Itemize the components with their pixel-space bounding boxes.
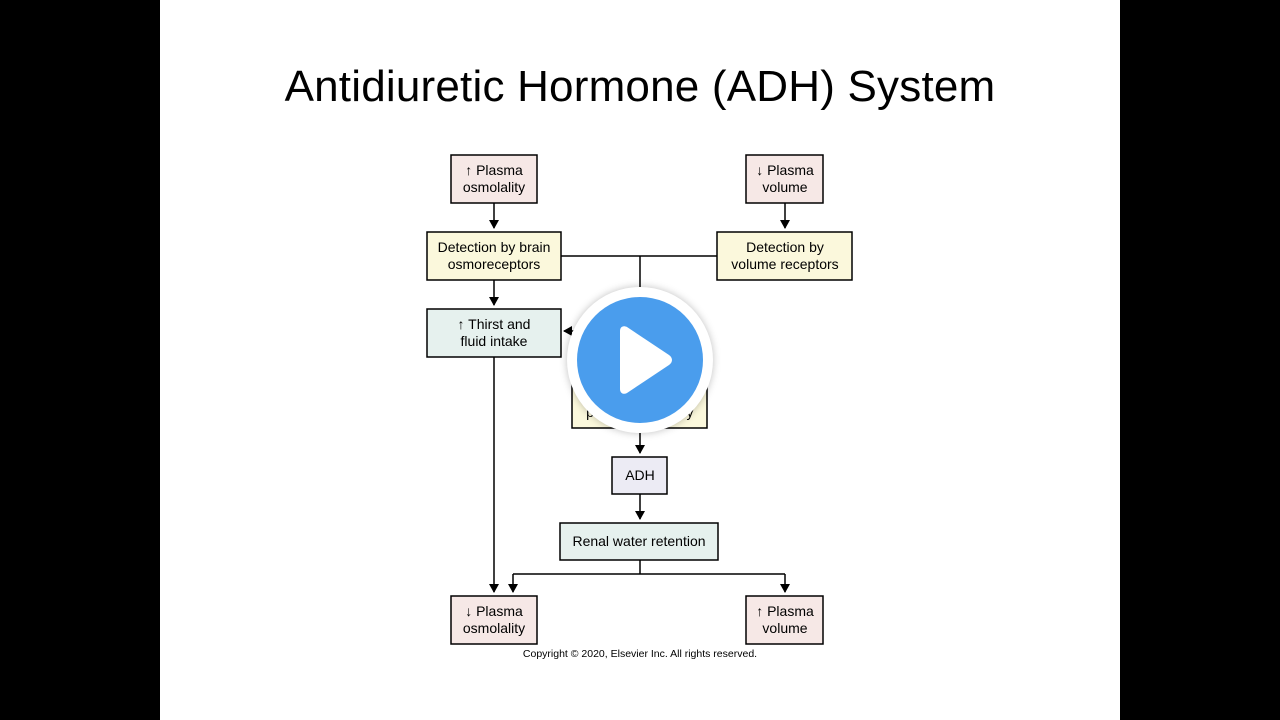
box-thirst-line1: ↑ Thirst and	[458, 316, 531, 332]
box-plasma-volume-down-line1: ↓ Plasma	[756, 162, 814, 178]
box-volume-receptors-line1: Detection by	[746, 239, 824, 255]
box-plasma-osmolality-down-line2: osmolality	[463, 620, 525, 636]
copyright-notice: Copyright © 2020, Elsevier Inc. All righ…	[522, 648, 758, 660]
box-volume-receptors-line2: volume receptors	[731, 256, 838, 272]
box-plasma-volume-up-line2: volume	[762, 620, 807, 636]
box-adh-label: ADH	[625, 467, 655, 483]
box-plasma-volume-up-line1: ↑ Plasma	[756, 603, 814, 619]
box-thirst: ↑ Thirst and fluid intake	[426, 308, 562, 358]
box-plasma-osmolality-up-line2: osmolality	[463, 179, 525, 195]
box-brain-osmoreceptors-line2: osmoreceptors	[448, 256, 541, 272]
box-plasma-volume-down: ↓ Plasma volume	[745, 154, 824, 204]
box-plasma-osmolality-up: ↑ Plasma osmolality	[450, 154, 538, 204]
box-plasma-osmolality-up-line1: ↑ Plasma	[465, 162, 523, 178]
box-plasma-volume-up: ↑ Plasma volume	[745, 595, 824, 645]
box-plasma-osmolality-down: ↓ Plasma osmolality	[450, 595, 538, 645]
box-volume-receptors: Detection by volume receptors	[716, 231, 853, 281]
box-plasma-volume-down-line2: volume	[762, 179, 807, 195]
box-renal-label: Renal water retention	[572, 533, 705, 549]
box-brain-osmoreceptors: Detection by brain osmoreceptors	[426, 231, 562, 281]
slide-title: Antidiuretic Hormone (ADH) System	[284, 62, 996, 111]
box-renal: Renal water retention	[559, 522, 719, 561]
play-icon[interactable]	[567, 287, 713, 433]
box-thirst-line2: fluid intake	[461, 333, 528, 349]
box-brain-osmoreceptors-line1: Detection by brain	[438, 239, 551, 255]
box-adh: ADH	[611, 456, 668, 495]
box-plasma-osmolality-down-line1: ↓ Plasma	[465, 603, 523, 619]
slide: Antidiuretic Hormone (ADH) System	[160, 0, 1120, 720]
play-button[interactable]	[567, 287, 713, 433]
adh-flow-diagram: ↑ Plasma osmolality ↓ Plasma volume Dete…	[426, 154, 853, 645]
